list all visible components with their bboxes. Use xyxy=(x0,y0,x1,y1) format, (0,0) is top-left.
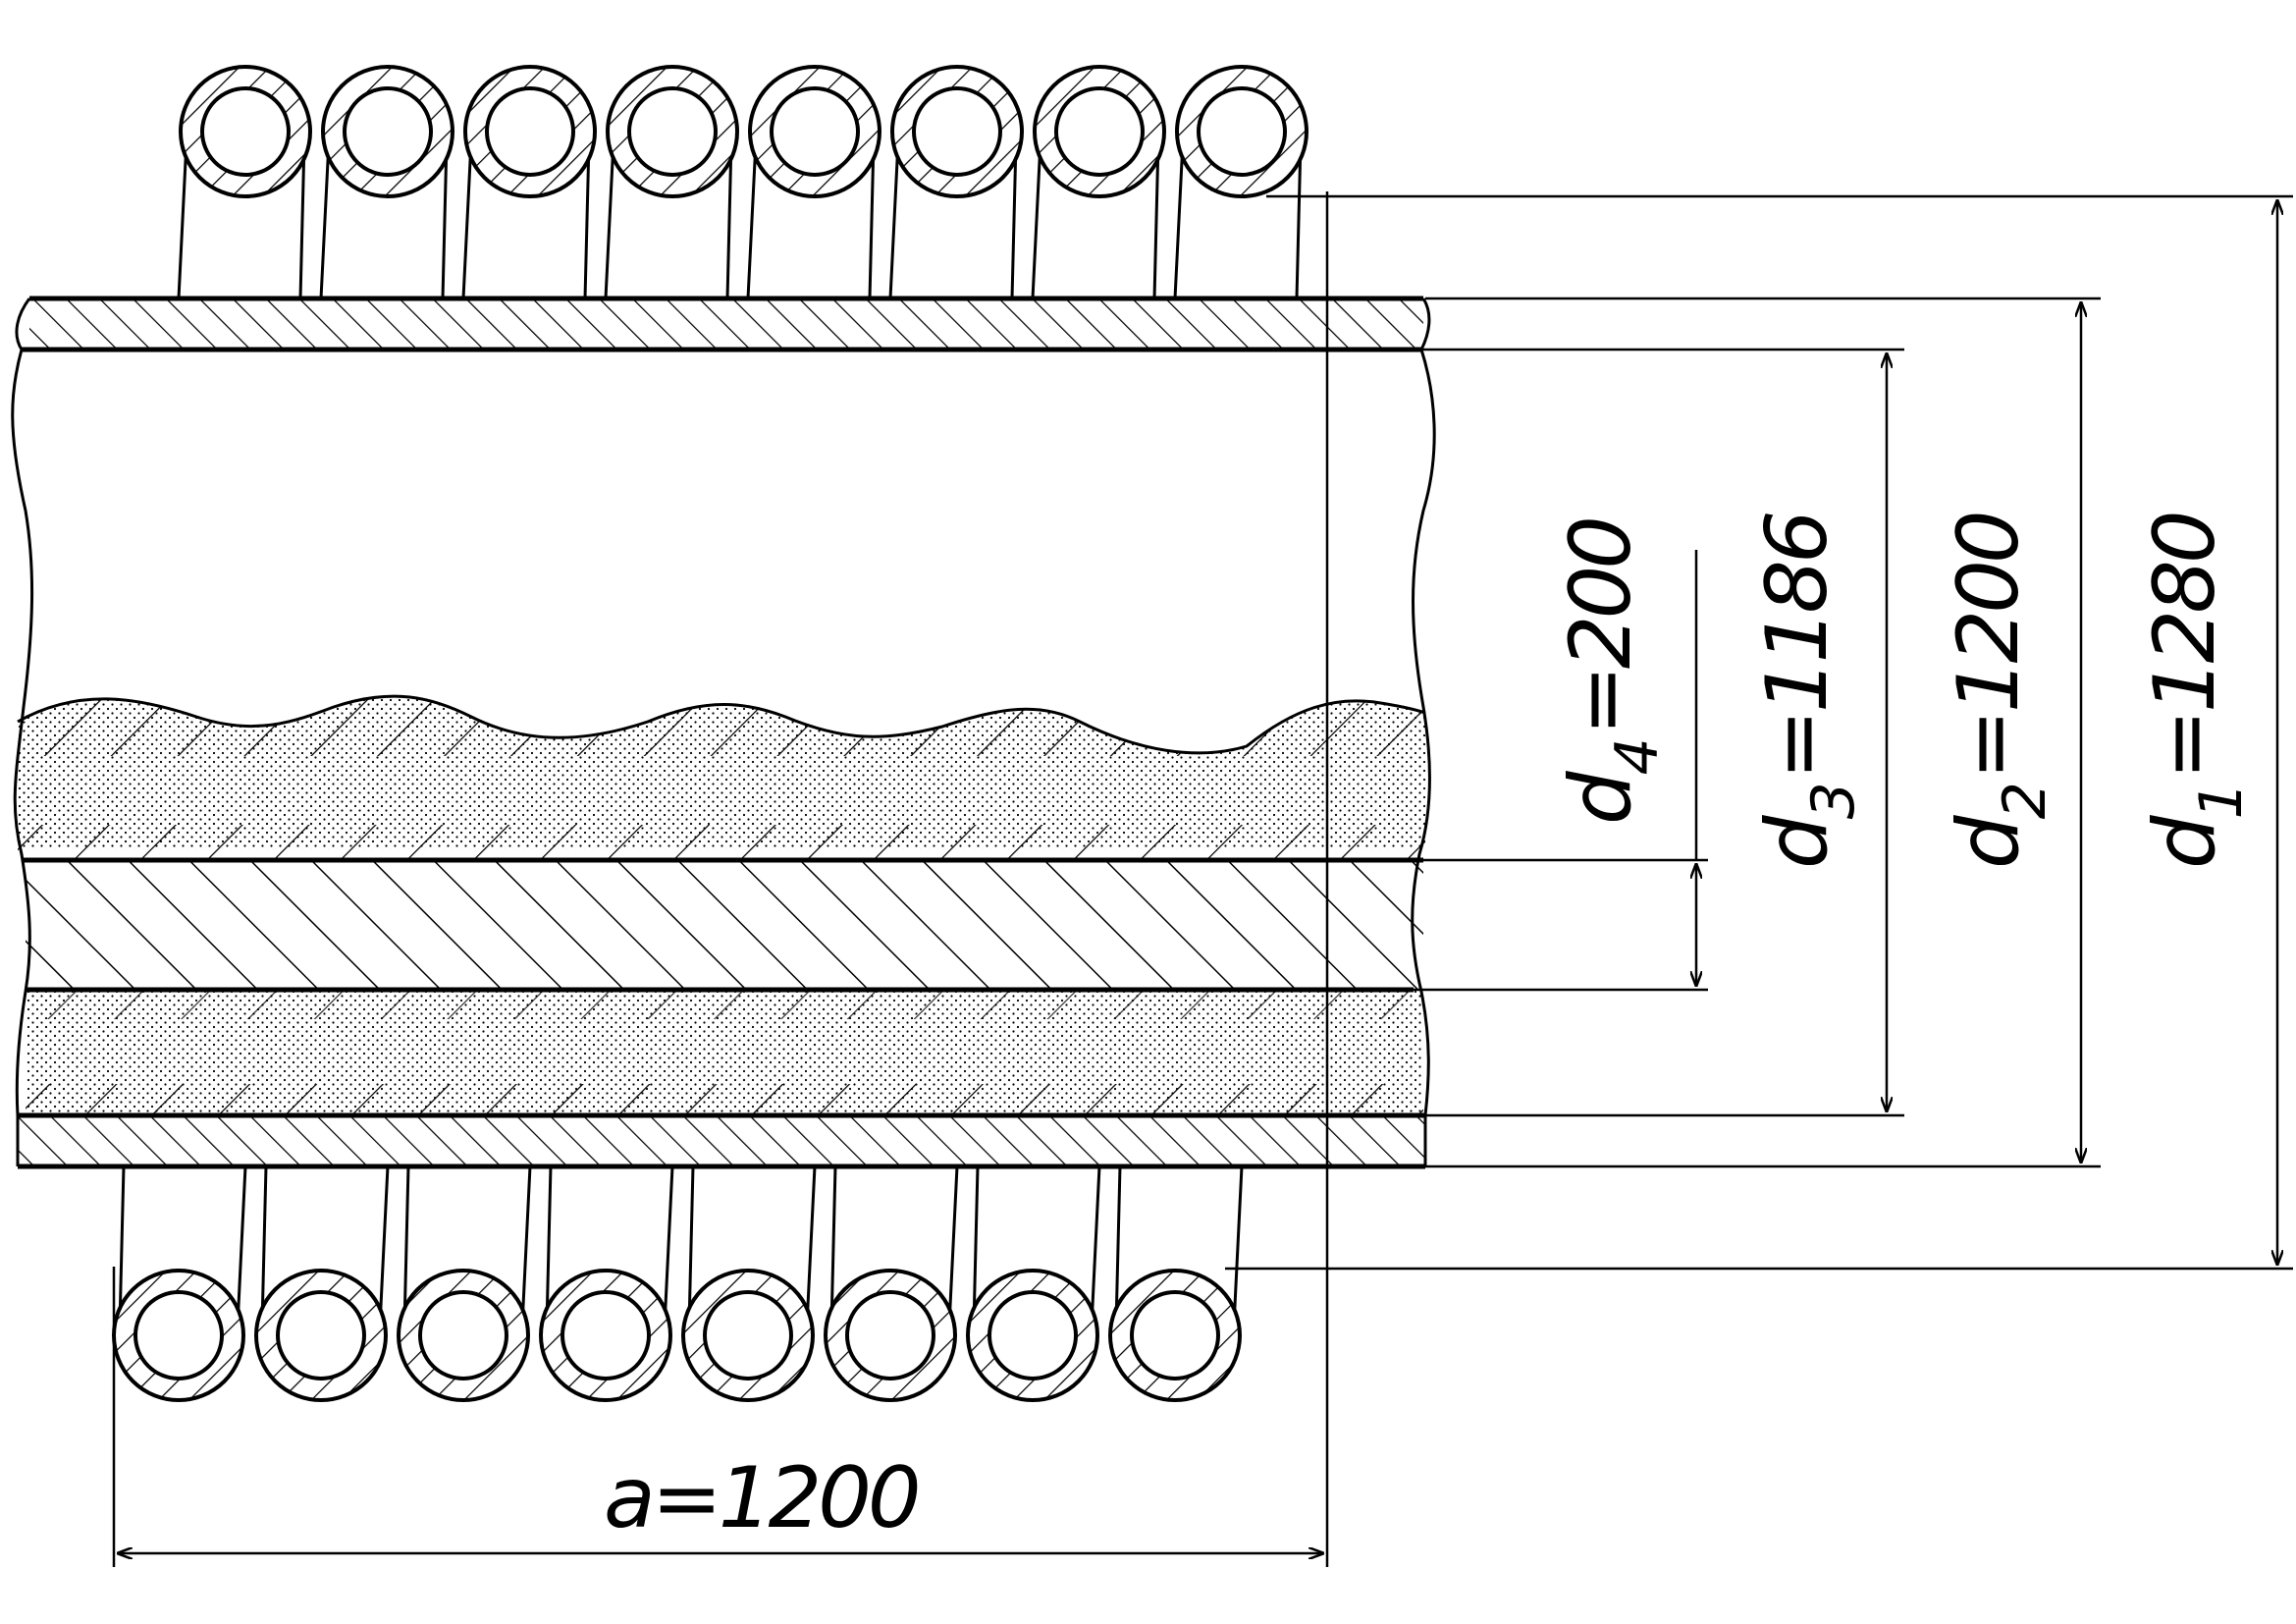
top-coil-turn-8 xyxy=(1173,65,1308,299)
central-core-band xyxy=(22,857,1423,993)
svg-text:d2=1200: d2=1200 xyxy=(1940,514,2059,869)
outer-pipe-wall-top xyxy=(22,296,1423,352)
bottom-coil-turn-5 xyxy=(681,1165,817,1402)
top-coil-turn-6 xyxy=(888,65,1024,299)
top-coil-turns xyxy=(177,65,1308,299)
dimension-label-d1: d1=1280 xyxy=(2136,514,2256,869)
bottom-coil-turn-3 xyxy=(397,1165,532,1402)
bottom-coil-turn-7 xyxy=(966,1165,1101,1402)
top-coil-turn-3 xyxy=(461,65,597,299)
bottom-coil-turn-6 xyxy=(824,1165,959,1402)
bottom-coil-turn-4 xyxy=(539,1165,674,1402)
bottom-coil-turn-8 xyxy=(1108,1165,1244,1402)
top-coil-turn-5 xyxy=(746,65,881,299)
top-coil-turn-7 xyxy=(1031,65,1166,299)
bottom-coil-turn-1 xyxy=(112,1165,247,1402)
dimension-label-d4: d4=200 xyxy=(1552,519,1672,825)
dimension-label-d2: d2=1200 xyxy=(1940,514,2059,869)
top-coil-turn-2 xyxy=(319,65,454,299)
bottom-coil-turn-2 xyxy=(254,1165,390,1402)
sediment-layer xyxy=(17,694,1426,860)
dimension-label-d3: d3=1186 xyxy=(1748,514,1868,869)
lower-sediment-layer xyxy=(26,990,1423,1115)
extension-lines xyxy=(112,194,2293,1567)
svg-text:d4=200: d4=200 xyxy=(1552,519,1672,825)
top-coil-turn-4 xyxy=(604,65,739,299)
dimension-lines xyxy=(118,200,2277,1553)
dimension-label-a: a=1200 xyxy=(604,1449,922,1547)
svg-text:d1=1280: d1=1280 xyxy=(2136,514,2256,869)
svg-text:a=1200: a=1200 xyxy=(604,1449,918,1547)
svg-text:d3=1186: d3=1186 xyxy=(1748,514,1868,869)
outer-pipe-wall-bottom xyxy=(18,1112,1425,1169)
top-coil-turn-1 xyxy=(177,65,312,299)
bottom-coil-turns xyxy=(112,1165,1244,1402)
